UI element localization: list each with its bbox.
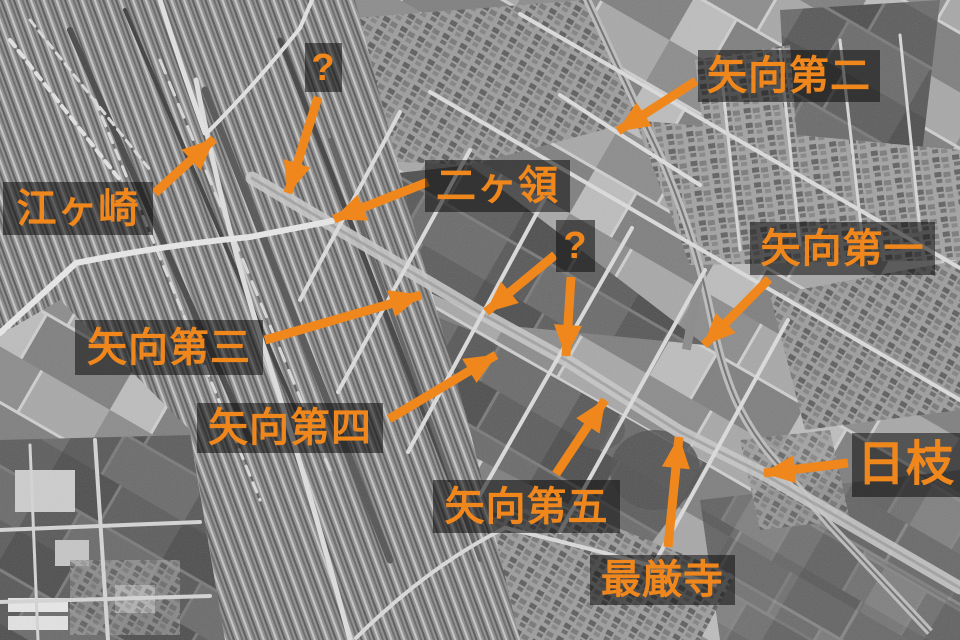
- arrow-hie: [763, 455, 849, 484]
- arrow-yako-daiyon: [386, 351, 499, 423]
- label-nikaryo: 二ヶ領: [425, 160, 570, 212]
- arrow-yako-daiichi: [700, 275, 773, 349]
- arrow-egasaki: [151, 135, 218, 197]
- label-saiganji: 最厳寺: [590, 555, 735, 605]
- label-question-2: ?: [556, 220, 595, 272]
- arrow-nikaryo: [332, 177, 430, 224]
- label-yako-daisan: 矢向第三: [75, 320, 263, 375]
- arrow-question-2-down: [553, 276, 582, 357]
- label-egasaki: 江ヶ崎: [3, 182, 153, 235]
- arrow-yako-daini: [615, 77, 699, 135]
- arrow-yako-daisan: [263, 290, 423, 345]
- arrow-question-1: [283, 95, 323, 195]
- label-yako-daini: 矢向第二: [698, 50, 880, 102]
- label-question-1: ?: [305, 43, 342, 92]
- arrow-yako-daigo: [552, 397, 609, 477]
- label-hie: 日枝: [852, 433, 960, 497]
- label-yako-daigo: 矢向第五: [433, 480, 620, 533]
- annotation-arrows: [151, 77, 849, 548]
- arrow-question-2-left: [483, 251, 558, 316]
- arrow-saiganji: [661, 436, 690, 548]
- label-yako-daiyon: 矢向第四: [197, 403, 383, 453]
- label-yako-daiichi: 矢向第一: [750, 222, 935, 275]
